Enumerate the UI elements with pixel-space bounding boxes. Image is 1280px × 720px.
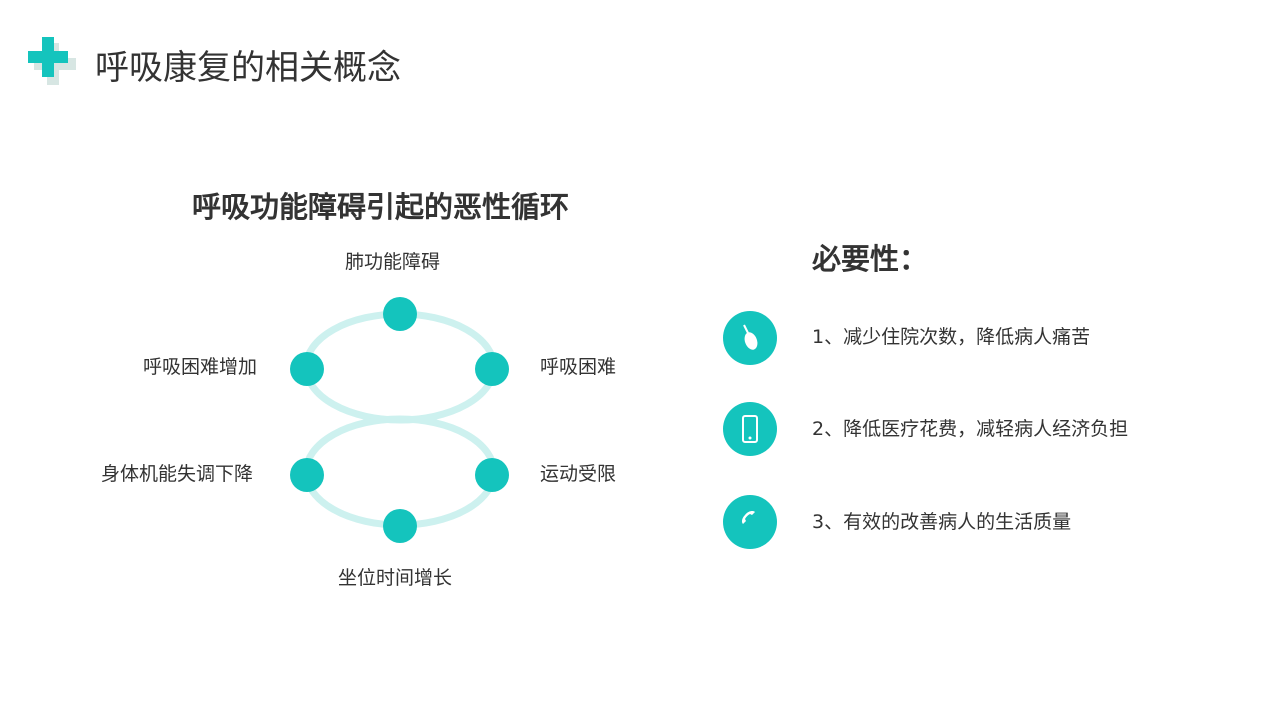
necessity-item: 2、降低医疗花费，减轻病人经济负担 — [812, 418, 1129, 440]
plus-logo-icon — [28, 37, 78, 87]
node-dot — [290, 352, 324, 386]
phone-icon — [723, 402, 777, 456]
node-dot — [383, 297, 417, 331]
node-label: 肺功能障碍 — [345, 251, 441, 273]
call-icon — [723, 495, 777, 549]
necessity-title: 必要性： — [812, 242, 929, 276]
node-label: 坐位时间增长 — [338, 567, 453, 589]
necessity-item: 3、有效的改善病人的生活质量 — [812, 511, 1072, 533]
node-dot — [475, 458, 509, 492]
node-label: 运动受限 — [540, 463, 617, 485]
node-label: 呼吸困难 — [540, 356, 617, 378]
node-label: 身体机能失调下降 — [101, 463, 254, 485]
node-dot — [383, 509, 417, 543]
cycle-title: 呼吸功能障碍引起的恶性循环 — [192, 190, 570, 224]
node-dot — [475, 352, 509, 386]
mouse-icon — [723, 311, 777, 365]
node-label: 呼吸困难增加 — [143, 356, 258, 378]
node-dot — [290, 458, 324, 492]
page-title: 呼吸康复的相关概念 — [95, 48, 401, 88]
necessity-item: 1、减少住院次数，降低病人痛苦 — [812, 326, 1091, 348]
